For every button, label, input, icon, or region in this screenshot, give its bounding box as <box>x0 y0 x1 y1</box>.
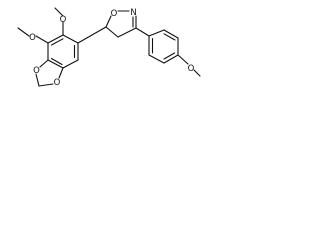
atom-label-o-methoxy-left: O <box>29 33 36 43</box>
chemical-structure-diagram: O O O O O N O <box>17 7 201 88</box>
benzodioxole-ring <box>47 34 79 69</box>
methoxyphenyl-ring <box>148 29 179 64</box>
atom-label-o-isoxazoline: O <box>111 9 118 19</box>
atom-label-o-methoxy-top: O <box>60 15 67 25</box>
isoxazoline-aryl-bond <box>135 27 150 37</box>
atom-label-o-dioxole-lower: O <box>54 78 61 88</box>
methoxy-group-right <box>177 54 201 77</box>
methoxy-group-left <box>17 27 49 44</box>
atom-label-n-isoxazoline: N <box>130 8 136 18</box>
atom-label-o-dioxole-upper: O <box>33 66 40 76</box>
dioxole-ring <box>35 59 64 87</box>
methoxy-group-top <box>54 7 64 36</box>
methylene-linker <box>77 26 107 44</box>
atom-label-o-methoxy-phenyl: O <box>188 64 195 74</box>
isoxazoline-ring <box>105 10 137 38</box>
structure-canvas: O O O O O N O <box>0 0 202 106</box>
